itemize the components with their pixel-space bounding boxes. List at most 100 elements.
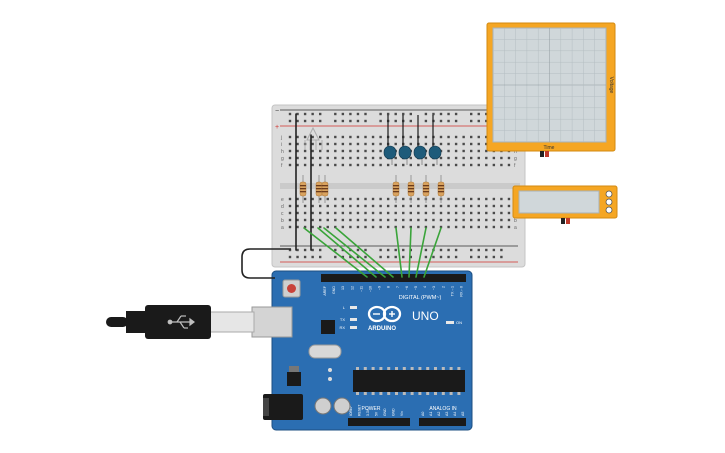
breadboard-hole[interactable] (379, 255, 382, 259)
breadboard-hole[interactable] (485, 135, 488, 139)
power-header[interactable] (348, 418, 410, 426)
breadboard-hole[interactable] (334, 225, 337, 229)
breadboard-hole[interactable] (311, 135, 314, 139)
breadboard-hole[interactable] (356, 211, 360, 215)
breadboard-hole[interactable] (485, 156, 488, 160)
reset-button-cap[interactable] (287, 284, 296, 293)
breadboard-hole[interactable] (311, 211, 314, 215)
breadboard-hole[interactable] (379, 112, 382, 116)
breadboard-hole[interactable] (326, 135, 329, 139)
breadboard-hole[interactable] (334, 119, 337, 123)
breadboard-hole[interactable] (296, 255, 299, 259)
breadboard-hole[interactable] (439, 163, 443, 167)
breadboard-hole[interactable] (296, 112, 299, 116)
breadboard-hole[interactable] (386, 197, 390, 201)
breadboard-hole[interactable] (386, 211, 390, 215)
breadboard-hole[interactable] (319, 119, 322, 123)
breadboard-hole[interactable] (402, 163, 405, 167)
breadboard-hole[interactable] (409, 119, 412, 123)
breadboard-hole[interactable] (402, 248, 405, 252)
breadboard-hole[interactable] (319, 112, 322, 116)
breadboard-hole[interactable] (492, 156, 496, 160)
breadboard-hole[interactable] (454, 204, 458, 208)
breadboard-hole[interactable] (424, 225, 428, 229)
breadboard-hole[interactable] (462, 218, 465, 222)
breadboard-hole[interactable] (402, 255, 405, 259)
breadboard-hole[interactable] (454, 197, 458, 201)
breadboard-hole[interactable] (500, 248, 503, 252)
breadboard-hole[interactable] (402, 197, 405, 201)
breadboard-hole[interactable] (470, 119, 473, 123)
breadboard-hole[interactable] (326, 218, 329, 222)
breadboard-hole[interactable] (311, 218, 314, 222)
breadboard-hole[interactable] (477, 135, 480, 139)
breadboard-hole[interactable] (349, 119, 352, 123)
breadboard-hole[interactable] (492, 218, 496, 222)
resistor[interactable] (407, 175, 415, 203)
breadboard-hole[interactable] (371, 135, 375, 139)
breadboard-hole[interactable] (379, 156, 382, 160)
breadboard-hole[interactable] (394, 204, 397, 208)
breadboard-hole[interactable] (447, 197, 450, 201)
breadboard-hole[interactable] (311, 225, 314, 229)
breadboard-hole[interactable] (462, 149, 465, 153)
breadboard-hole[interactable] (447, 163, 450, 167)
breadboard-hole[interactable] (341, 225, 345, 229)
oscilloscope[interactable]: Time Voltage (486, 22, 616, 157)
breadboard-hole[interactable] (470, 218, 473, 222)
breadboard-hole[interactable] (477, 211, 480, 215)
breadboard-hole[interactable] (319, 156, 322, 160)
breadboard-hole[interactable] (470, 204, 473, 208)
breadboard-hole[interactable] (485, 112, 488, 116)
breadboard-hole[interactable] (477, 119, 480, 123)
breadboard-hole[interactable] (447, 204, 450, 208)
breadboard-hole[interactable] (386, 225, 390, 229)
breadboard-hole[interactable] (409, 225, 412, 229)
resistor[interactable] (437, 175, 445, 203)
breadboard-hole[interactable] (394, 255, 397, 259)
breadboard-hole[interactable] (492, 211, 496, 215)
breadboard-hole[interactable] (439, 255, 443, 259)
breadboard-hole[interactable] (409, 142, 412, 146)
breadboard-hole[interactable] (424, 248, 428, 252)
breadboard-hole[interactable] (394, 163, 397, 167)
breadboard-hole[interactable] (364, 211, 367, 215)
breadboard-hole[interactable] (432, 112, 435, 116)
breadboard-hole[interactable] (334, 163, 337, 167)
breadboard-hole[interactable] (288, 163, 292, 167)
breadboard-hole[interactable] (424, 112, 428, 116)
breadboard-hole[interactable] (424, 163, 428, 167)
breadboard-hole[interactable] (288, 211, 292, 215)
breadboard-hole[interactable] (379, 135, 382, 139)
breadboard-hole[interactable] (364, 163, 367, 167)
breadboard-hole[interactable] (447, 248, 450, 252)
breadboard-hole[interactable] (485, 119, 488, 123)
breadboard-hole[interactable] (341, 142, 345, 146)
breadboard-hole[interactable] (454, 156, 458, 160)
multimeter-knob-middle[interactable] (605, 198, 613, 206)
breadboard-hole[interactable] (477, 163, 480, 167)
rgb-led[interactable] (304, 126, 323, 150)
breadboard-hole[interactable] (462, 135, 465, 139)
ground-wire[interactable] (241, 248, 291, 279)
breadboard-hole[interactable] (424, 204, 428, 208)
resistor[interactable] (315, 175, 323, 203)
multimeter-knob-bottom[interactable] (605, 206, 613, 214)
breadboard-hole[interactable] (334, 112, 337, 116)
breadboard-hole[interactable] (334, 211, 337, 215)
breadboard-hole[interactable] (364, 149, 367, 153)
breadboard-hole[interactable] (454, 248, 458, 252)
breadboard-hole[interactable] (341, 197, 345, 201)
breadboard-hole[interactable] (296, 119, 299, 123)
breadboard-hole[interactable] (477, 112, 480, 116)
breadboard-hole[interactable] (454, 112, 458, 116)
breadboard-hole[interactable] (364, 255, 367, 259)
breadboard-hole[interactable] (470, 163, 473, 167)
breadboard-hole[interactable] (394, 248, 397, 252)
breadboard-hole[interactable] (288, 112, 292, 116)
breadboard-hole[interactable] (485, 163, 488, 167)
breadboard-hole[interactable] (439, 218, 443, 222)
resistor[interactable] (392, 175, 400, 203)
breadboard-hole[interactable] (462, 163, 465, 167)
breadboard-hole[interactable] (409, 204, 412, 208)
